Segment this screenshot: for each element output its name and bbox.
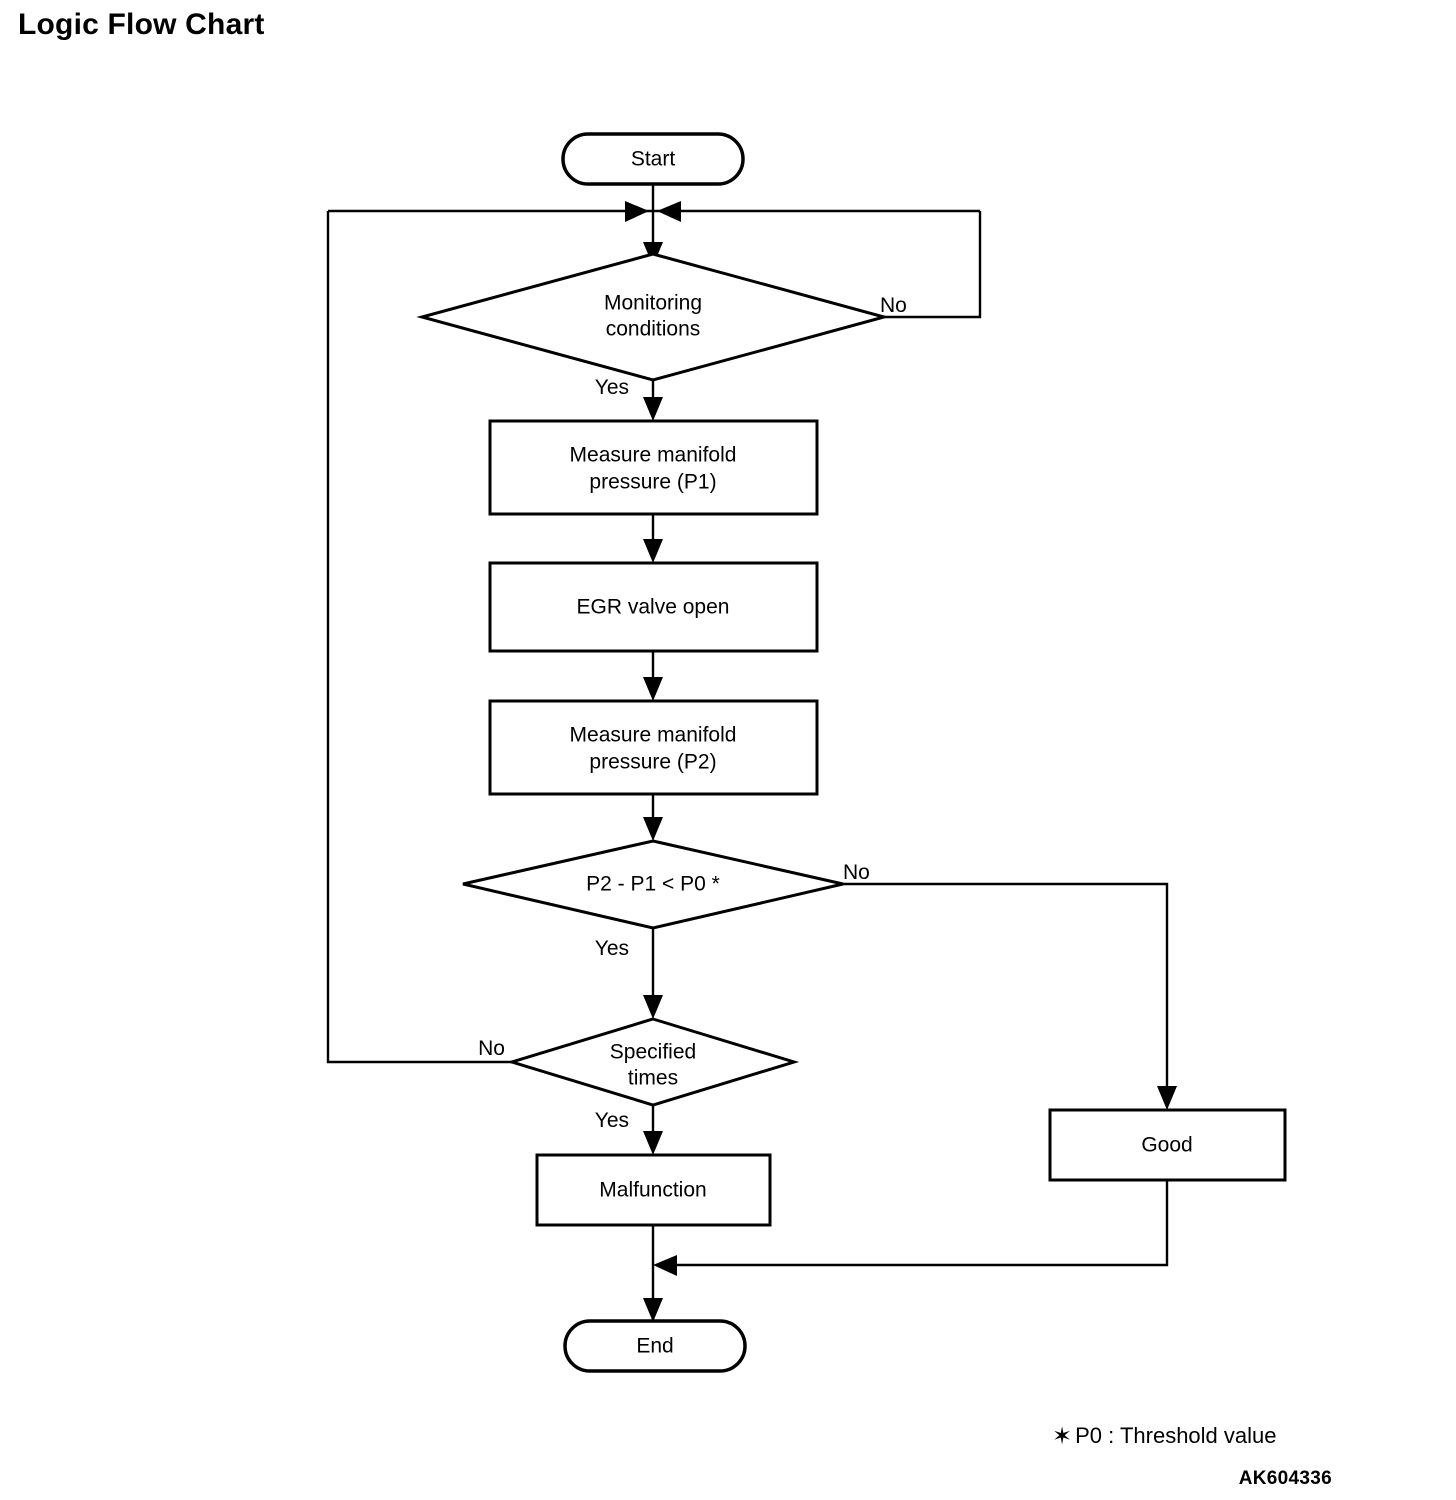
pressure-compare-diamond: [462, 839, 844, 930]
node-monitoring-conditions[interactable]: Monitoring conditions: [416, 252, 890, 382]
start-label: Start: [631, 148, 676, 171]
edge-label-times-no: No: [478, 1037, 505, 1060]
edge-label-monitor-yes: Yes: [595, 376, 629, 399]
edge-label-compare-yes: Yes: [595, 937, 629, 960]
measure-p2-label-line1: Measure manifold: [570, 724, 737, 747]
node-egr-valve-open[interactable]: EGR valve open: [488, 561, 819, 653]
measure-p1-box: [488, 419, 819, 516]
malfunction-label: Malfunction: [599, 1179, 706, 1202]
arrowhead-join-from-good: [653, 1255, 677, 1276]
edge-times-no: [326, 211, 512, 1064]
node-layer: Start Monitoring conditions Measure mani…: [416, 132, 1287, 1373]
node-malfunction[interactable]: Malfunction: [535, 1153, 772, 1227]
pressure-compare-label: P2 - P1 < P0 *: [586, 873, 720, 896]
figure-code: AK604336: [1238, 1468, 1332, 1489]
egr-valve-open-label: EGR valve open: [577, 596, 730, 619]
page-title: Logic Flow Chart: [18, 8, 265, 41]
edge-layer: [326, 184, 1177, 1322]
end-label: End: [636, 1335, 673, 1358]
arrowhead-into-times: [643, 995, 663, 1019]
threshold-footnote: ✶P0 : Threshold value: [1052, 1422, 1277, 1451]
node-specified-times[interactable]: Specified times: [506, 1017, 800, 1107]
threshold-footnote-text: P0 : Threshold value: [1075, 1423, 1277, 1448]
edge-compare-no: [843, 882, 1169, 1105]
arrowhead-into-malfunction: [643, 1131, 663, 1155]
start-terminal-shape: [561, 132, 745, 186]
monitoring-conditions-diamond: [416, 252, 890, 382]
asterisk-icon: ✶: [1052, 1423, 1073, 1450]
arrowhead-merge-from-right: [657, 201, 681, 222]
arrowhead-into-end: [643, 1298, 663, 1322]
measure-p1-label-line1: Measure manifold: [570, 444, 737, 467]
edge-label-monitor-no: No: [880, 294, 907, 317]
node-measure-p1[interactable]: Measure manifold pressure (P1): [488, 419, 819, 516]
malfunction-box: [535, 1153, 772, 1227]
monitoring-conditions-label-line1: Monitoring: [604, 292, 702, 315]
measure-p2-box: [488, 699, 819, 796]
measure-p2-label-line2: pressure (P2): [589, 751, 716, 774]
node-pressure-compare[interactable]: P2 - P1 < P0 *: [462, 839, 844, 930]
specified-times-label-line1: Specified: [610, 1041, 696, 1064]
specified-times-label-line2: times: [628, 1067, 678, 1090]
edge-label-layer: No Yes No Yes No Yes: [478, 294, 907, 1132]
good-box: [1048, 1108, 1287, 1182]
node-end[interactable]: End: [563, 1319, 747, 1373]
arrowhead-merge-from-left: [625, 201, 649, 222]
good-label: Good: [1141, 1134, 1192, 1157]
arrowhead-into-egr: [643, 539, 663, 563]
arrowhead-into-p1: [643, 397, 663, 421]
egr-valve-open-box: [488, 561, 819, 653]
specified-times-diamond: [506, 1017, 800, 1107]
edge-good-to-join: [662, 1180, 1169, 1267]
node-start[interactable]: Start: [561, 132, 745, 186]
edge-label-times-yes: Yes: [595, 1109, 629, 1132]
arrowhead-into-p2: [643, 677, 663, 701]
edge-monitor-no: [884, 211, 982, 319]
arrowhead-into-good: [1157, 1086, 1177, 1110]
measure-p1-label-line2: pressure (P1): [589, 471, 716, 494]
node-good[interactable]: Good: [1048, 1108, 1287, 1182]
edge-label-compare-no: No: [843, 861, 870, 884]
arrowhead-into-compare: [643, 817, 663, 841]
node-measure-p2[interactable]: Measure manifold pressure (P2): [488, 699, 819, 796]
end-terminal-shape: [563, 1319, 747, 1373]
monitoring-conditions-label-line2: conditions: [606, 318, 701, 341]
